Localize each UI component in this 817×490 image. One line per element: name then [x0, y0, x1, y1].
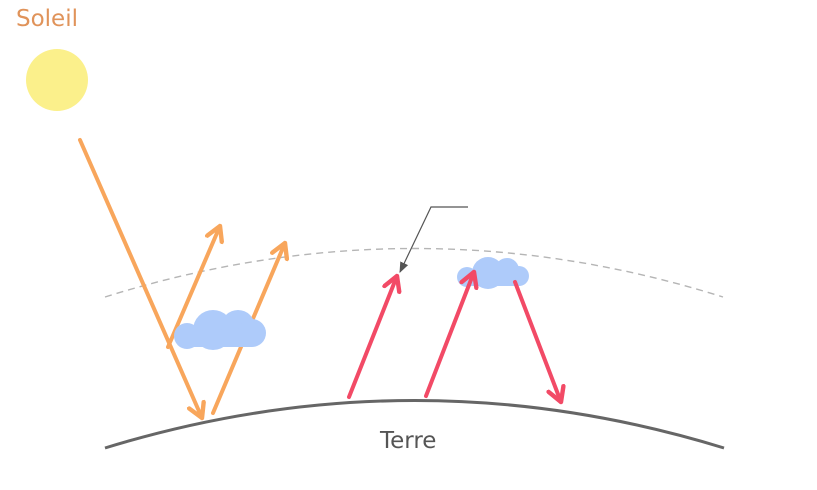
- sun-icon: [26, 49, 88, 111]
- infrared-ray-escaping: [347, 276, 397, 399]
- earth-label: Terre: [380, 428, 437, 454]
- atmosphere-boundary: [104, 247, 724, 298]
- sun-label: Soleil: [16, 6, 78, 32]
- cloud-icon: [174, 310, 266, 350]
- reflected-solar-ray-cloud: [166, 226, 220, 349]
- infrared-ray-to-cloud: [424, 272, 474, 398]
- earth-surface: [104, 399, 725, 450]
- callout-pointer: [399, 206, 468, 273]
- infrared-ray-back-to-earth: [513, 280, 561, 402]
- incoming-solar-ray: [78, 138, 202, 418]
